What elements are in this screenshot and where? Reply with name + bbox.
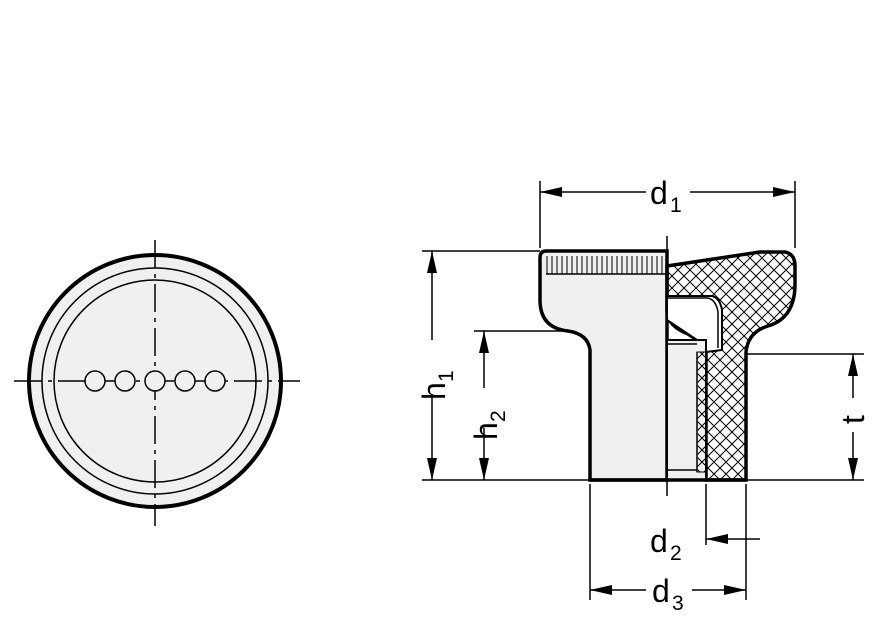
hole: [174, 370, 196, 392]
hole: [114, 370, 136, 392]
label-h2: h 2: [468, 410, 510, 440]
svg-text:d: d: [652, 573, 670, 609]
side-view: [538, 236, 797, 496]
label-h1: h 1: [416, 370, 458, 400]
svg-text:h: h: [468, 422, 504, 440]
insert-hatch-strip: [696, 351, 707, 473]
svg-text:d: d: [650, 523, 668, 559]
dimensions: [422, 181, 864, 600]
svg-text:d: d: [650, 175, 668, 211]
hole: [84, 370, 106, 392]
dimension-arrows: [427, 187, 858, 595]
cap-flange: [667, 297, 719, 348]
hole-row: [84, 370, 226, 392]
svg-text:2: 2: [487, 410, 510, 422]
svg-text:1: 1: [670, 194, 682, 217]
svg-text:h: h: [416, 382, 452, 400]
label-d3: d 3: [652, 573, 684, 615]
knob-body-left: [538, 249, 669, 482]
svg-text:t: t: [835, 415, 871, 424]
svg-text:1: 1: [435, 370, 458, 382]
label-t: t: [835, 415, 871, 424]
hole: [144, 370, 166, 392]
front-view: [14, 240, 300, 526]
label-d1: d 1: [650, 175, 682, 217]
hole: [204, 370, 226, 392]
label-d2: d 2: [650, 523, 682, 565]
svg-text:2: 2: [670, 542, 682, 565]
knurl-band: [546, 256, 666, 274]
svg-text:3: 3: [672, 592, 684, 615]
